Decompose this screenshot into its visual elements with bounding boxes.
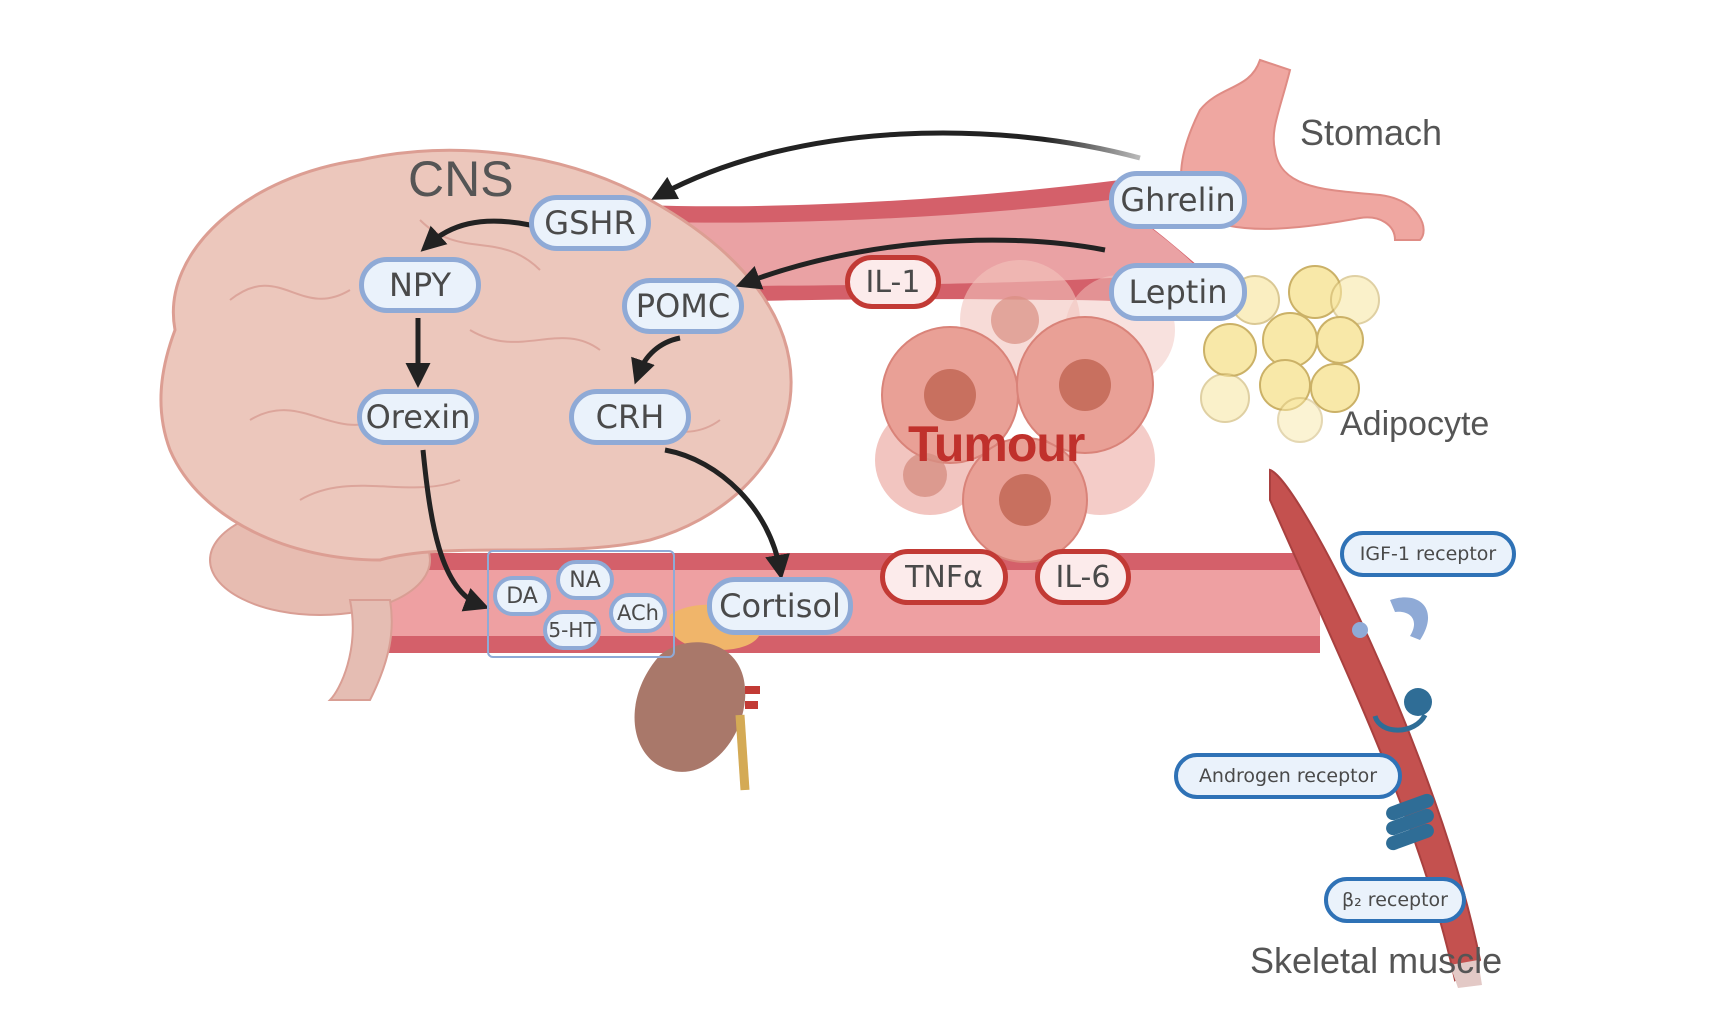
tumour-cell-cluster bbox=[875, 260, 1175, 563]
arrow-crh-to-cortisol bbox=[664, 447, 790, 580]
label-crh: CRH bbox=[569, 389, 691, 445]
arrow-ghrelin-to-gshr bbox=[651, 130, 1141, 200]
label-leptin: Leptin bbox=[1109, 263, 1247, 321]
label-orexin: Orexin bbox=[357, 389, 479, 445]
label-beta2-receptor: β₂ receptor bbox=[1324, 877, 1466, 923]
arrow-orexin-to-neurotransmitters bbox=[420, 449, 490, 612]
label-ach: ACh bbox=[609, 593, 667, 633]
label-cortisol: Cortisol bbox=[707, 577, 853, 635]
brain-illustration bbox=[159, 148, 793, 701]
label-androgen-receptor: Androgen receptor bbox=[1174, 753, 1402, 799]
stomach-title: Stomach bbox=[1300, 112, 1443, 153]
signalling-arrows bbox=[405, 130, 1141, 612]
label-gshr: GSHR bbox=[529, 195, 651, 251]
label-il1: IL-1 bbox=[845, 255, 941, 309]
label-igf1-receptor: IGF-1 receptor bbox=[1340, 531, 1516, 577]
arrow-leptin-to-pomc bbox=[735, 237, 1106, 290]
skeletal-muscle-illustration bbox=[1269, 468, 1482, 988]
label-npy: NPY bbox=[359, 257, 481, 313]
label-5ht: 5-HT bbox=[543, 610, 601, 650]
label-da: DA bbox=[493, 576, 551, 616]
igf1-receptor-icon bbox=[1352, 597, 1429, 640]
adipocyte-cluster bbox=[1200, 265, 1380, 443]
androgen-receptor-icon bbox=[1372, 688, 1432, 733]
adipocyte-title: Adipocyte bbox=[1340, 405, 1490, 443]
beta2-receptor-icon bbox=[1386, 793, 1434, 851]
arrow-gshr-to-npy bbox=[420, 218, 531, 252]
tumour-title: Tumour bbox=[908, 416, 1085, 472]
label-ghrelin: Ghrelin bbox=[1109, 171, 1247, 229]
arrow-pomc-to-crh bbox=[631, 335, 681, 385]
label-pomc: POMC bbox=[622, 278, 744, 334]
neurotransmitter-group bbox=[487, 550, 675, 658]
label-il6: IL-6 bbox=[1035, 549, 1131, 605]
label-na: NA bbox=[556, 560, 614, 600]
skeletal-muscle-title: Skeletal muscle bbox=[1250, 940, 1503, 981]
label-tnfa: TNFα bbox=[880, 549, 1008, 605]
cns-title: CNS bbox=[408, 151, 514, 207]
